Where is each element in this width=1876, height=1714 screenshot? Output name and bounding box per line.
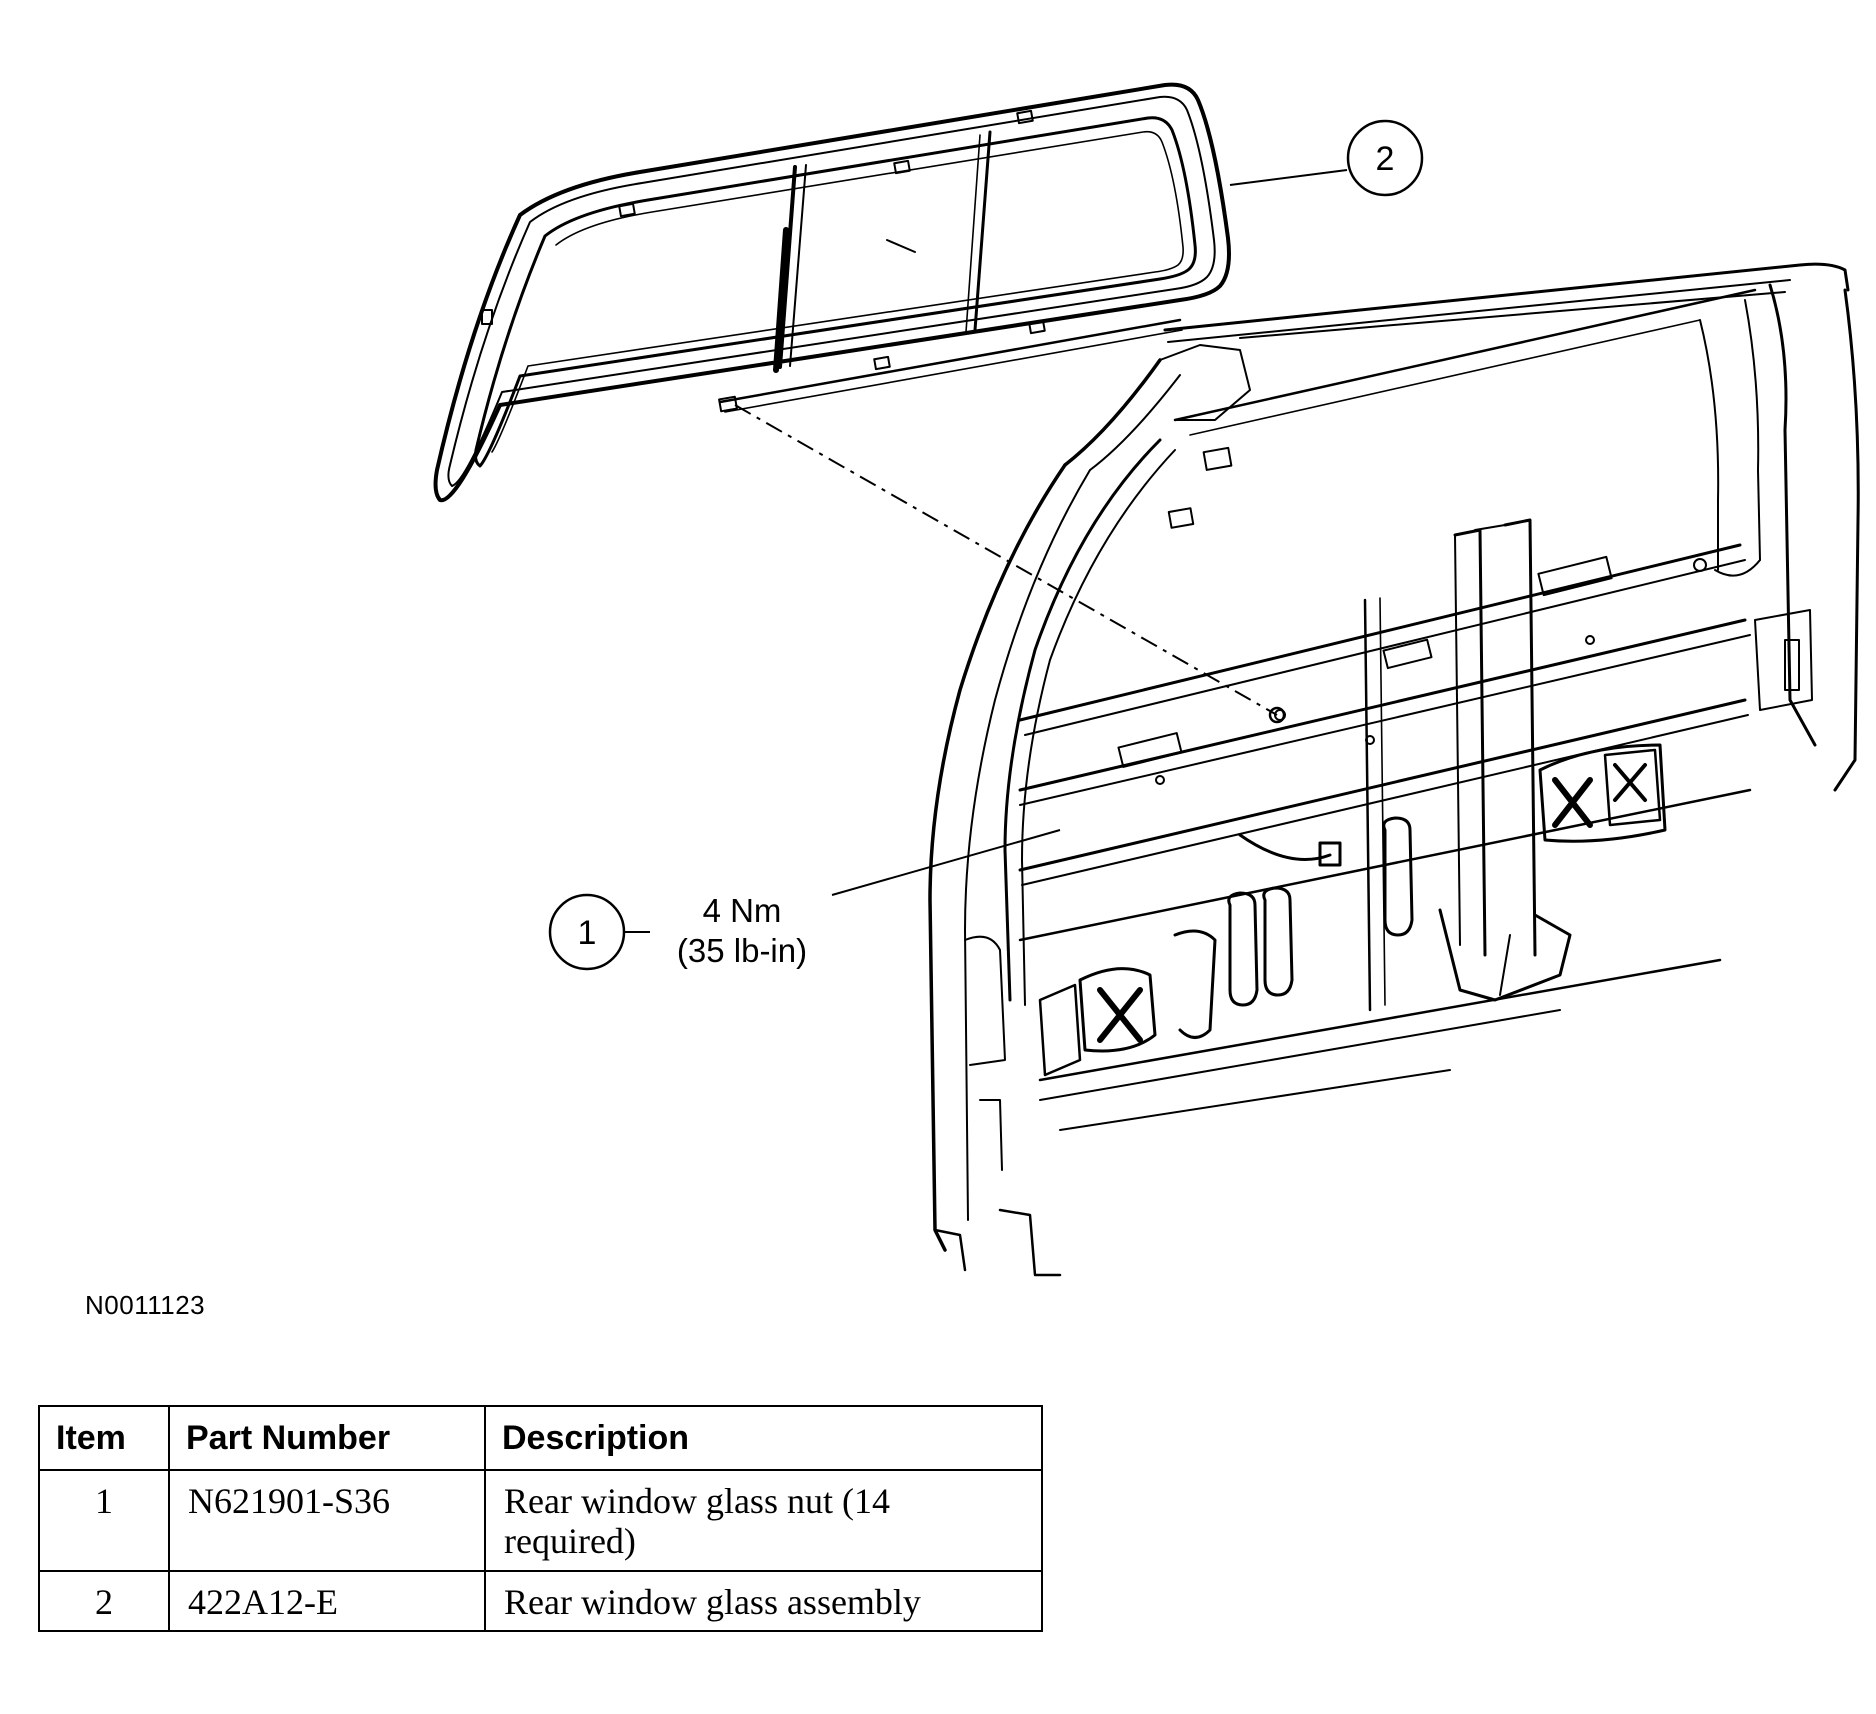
rear-window-glass-assembly <box>433 82 1231 503</box>
callout-item-1: 1 4 Nm (35 lb-in) <box>548 829 1061 971</box>
callout-2-leader <box>1229 169 1348 186</box>
callout-1-circle <box>548 893 626 971</box>
cell-item: 2 <box>38 1569 170 1632</box>
table-row: 2 422A12-E Rear window glass assembly <box>38 1569 1043 1632</box>
header-item: Item <box>38 1405 170 1471</box>
cell-description: Rear window glass assembly <box>484 1569 1043 1632</box>
parts-table: Item Part Number Description 1 N621901-S… <box>38 1405 1043 1632</box>
callout-2-circle <box>1346 119 1424 197</box>
callout-item-2: 2 <box>1229 119 1424 197</box>
callout-2-number: 2 <box>1376 140 1395 178</box>
header-description: Description <box>484 1405 1043 1471</box>
cab-back-panel <box>928 262 1860 1277</box>
torque-spec-metric: 4 Nm <box>703 892 782 929</box>
cell-part-number: 422A12-E <box>168 1569 486 1632</box>
cell-part-number: N621901-S36 <box>168 1469 486 1572</box>
figure-id: N0011123 <box>85 1290 206 1320</box>
torque-spec-imperial: (35 lb-in) <box>677 932 807 969</box>
cell-description: Rear window glass nut (14 required) <box>484 1469 1043 1572</box>
header-part-number: Part Number <box>168 1405 486 1471</box>
alignment-line <box>734 404 1278 716</box>
table-row: 1 N621901-S36 Rear window glass nut (14 … <box>38 1469 1043 1572</box>
callout-1-leader <box>831 829 1061 896</box>
callout-1-number: 1 <box>578 914 597 952</box>
table-header-row: Item Part Number Description <box>38 1405 1043 1471</box>
cell-item: 1 <box>38 1469 170 1572</box>
